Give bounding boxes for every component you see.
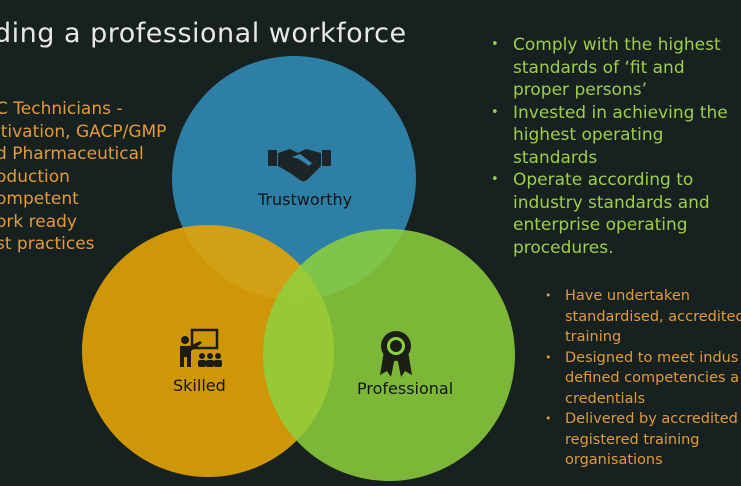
left-line: ork ready bbox=[0, 211, 77, 232]
left-line: ompetent bbox=[0, 189, 79, 209]
left-text-block: C Technicians - ltivation, GACP/GMP d Ph… bbox=[0, 98, 166, 256]
handshake-icon bbox=[268, 149, 331, 182]
slide-title: ding a professional workforce bbox=[0, 18, 407, 49]
bullet-item: Comply with the highest standards of ‘fi… bbox=[488, 34, 741, 102]
trustworthy-bullet-list: Comply with the highest standards of ‘fi… bbox=[488, 34, 741, 259]
bullet-item: Delivered by accredited registered train… bbox=[540, 409, 741, 471]
bullet-item: Have undertaken standardised, accredited… bbox=[540, 286, 741, 348]
bullet-item: Operate according to industry standards … bbox=[488, 169, 741, 259]
presentation-teacher-icon bbox=[180, 328, 222, 367]
award-ribbon-icon bbox=[380, 331, 412, 377]
label-trustworthy: Trustworthy bbox=[258, 190, 353, 209]
label-professional: Professional bbox=[357, 379, 454, 398]
bullet-item: Designed to meet indus defined competenc… bbox=[540, 348, 741, 410]
left-line: oduction bbox=[0, 166, 70, 187]
left-line: d Pharmaceutical bbox=[0, 144, 144, 164]
bullet-item: Invested in achieving the highest operat… bbox=[488, 102, 741, 170]
skilled-bullet-list: Have undertaken standardised, accredited… bbox=[540, 286, 741, 471]
circle-skilled bbox=[82, 225, 334, 477]
left-line: st practices bbox=[0, 234, 95, 254]
label-skilled: Skilled bbox=[173, 376, 226, 395]
left-line: C Technicians - bbox=[0, 99, 123, 119]
left-line: ltivation, GACP/GMP bbox=[0, 121, 167, 142]
